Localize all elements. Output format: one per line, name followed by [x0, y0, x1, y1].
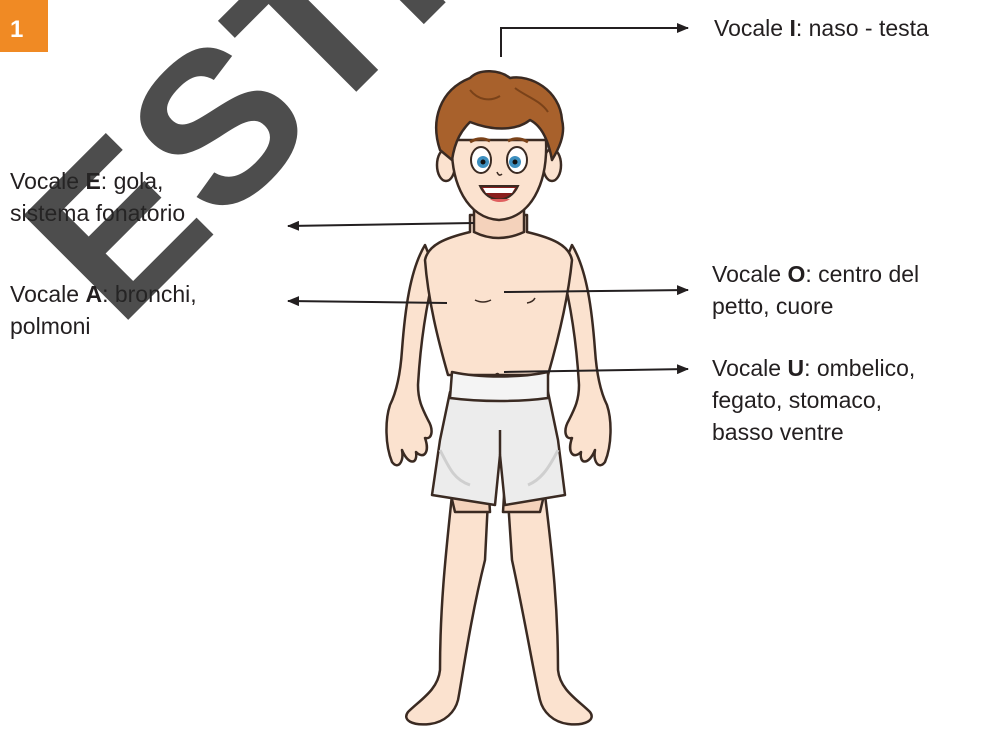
shorts — [432, 372, 565, 505]
label-i-prefix: Vocale — [714, 15, 789, 41]
label-u-prefix: Vocale — [712, 355, 787, 381]
vowel-a: A — [85, 281, 102, 307]
label-o-prefix: Vocale — [712, 261, 787, 287]
vowel-u: U — [787, 355, 804, 381]
label-vowel-e: Vocale E: gola, sistema fonatorio — [10, 165, 185, 229]
label-i-text: : naso - testa — [796, 15, 929, 41]
label-vowel-a: Vocale A: bronchi, polmoni — [10, 278, 197, 342]
arrow-e — [288, 223, 474, 226]
legs — [406, 470, 591, 724]
label-vowel-o: Vocale O: centro del petto, cuore — [712, 258, 919, 322]
arrow-i — [501, 28, 688, 57]
label-e-prefix: Vocale — [10, 168, 85, 194]
label-a-prefix: Vocale — [10, 281, 85, 307]
head — [436, 71, 563, 220]
vowel-o: O — [787, 261, 805, 287]
label-vowel-u: Vocale U: ombelico, fegato, stomaco, bas… — [712, 352, 915, 448]
label-vowel-i: Vocale I: naso - testa — [714, 12, 929, 44]
vowel-e: E — [85, 168, 100, 194]
